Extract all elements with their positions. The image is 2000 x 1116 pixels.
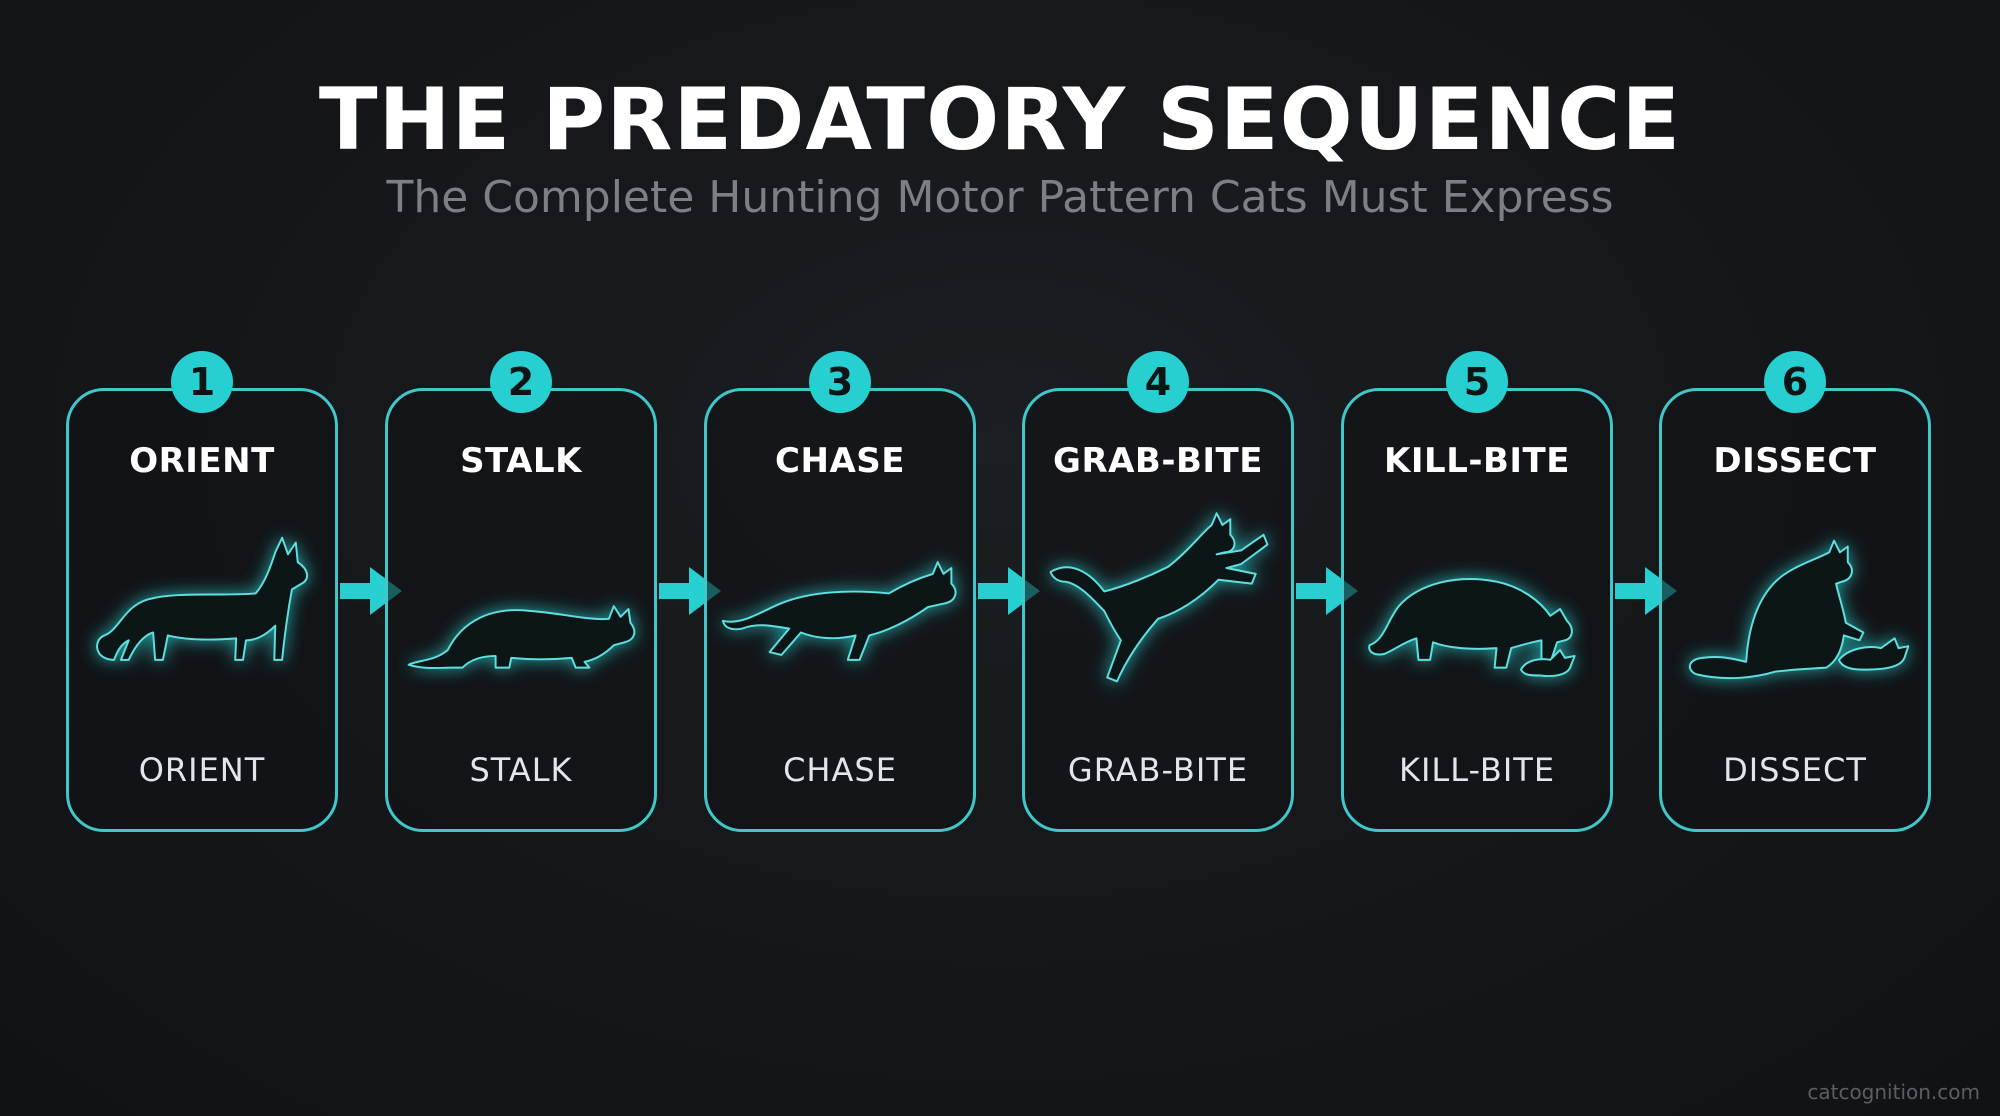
step-caption: KILL-BITE <box>1398 751 1556 789</box>
step-number-badge: 5 <box>1446 351 1508 413</box>
step-number-badge: 2 <box>490 351 552 413</box>
sitting-cat-with-prey-icon <box>1668 511 1922 711</box>
pouncing-cat-icon <box>1031 511 1285 711</box>
step-title: GRAB-BITE <box>1053 441 1263 481</box>
step-title: ORIENT <box>129 441 275 481</box>
arrow-right-icon <box>1615 567 1677 615</box>
step-card-kill-bite: 5 KILL-BITE KILL-BITE <box>1341 351 1613 832</box>
arrow-right-icon <box>978 567 1040 615</box>
step-caption: CHASE <box>783 751 897 789</box>
step-title: KILL-BITE <box>1384 441 1570 481</box>
step-card-grab-bite: 4 GRAB-BITE GRAB-BITE <box>1022 351 1294 832</box>
standing-cat-icon <box>75 511 329 711</box>
step-caption: ORIENT <box>138 751 266 789</box>
step-title: CHASE <box>775 441 905 481</box>
running-cat-icon <box>713 511 967 711</box>
step-title: STALK <box>460 441 582 481</box>
arrow-right-icon <box>659 567 721 615</box>
page-subtitle: The Complete Hunting Motor Pattern Cats … <box>386 172 1614 223</box>
step-card-orient: 1 ORIENT ORIENT <box>66 351 338 832</box>
step-card-dissect: 6 DISSECT DISSECT <box>1659 351 1931 832</box>
page-title: THE PREDATORY SEQUENCE <box>318 70 1682 170</box>
step-number-badge: 1 <box>171 351 233 413</box>
footer-source: catcognition.com <box>1807 1080 1980 1104</box>
arrow-right-icon <box>1296 567 1358 615</box>
step-number-badge: 4 <box>1127 351 1189 413</box>
stalking-cat-icon <box>394 511 648 711</box>
step-caption: GRAB-BITE <box>1067 751 1249 789</box>
cat-with-prey-icon <box>1350 511 1604 711</box>
step-caption: DISSECT <box>1723 751 1867 789</box>
step-title: DISSECT <box>1713 441 1877 481</box>
step-card-chase: 3 CHASE CHASE <box>704 351 976 832</box>
step-caption: STALK <box>469 751 573 789</box>
arrow-right-icon <box>340 567 402 615</box>
step-card-stalk: 2 STALK STALK <box>385 351 657 832</box>
step-number-badge: 3 <box>809 351 871 413</box>
step-number-badge: 6 <box>1764 351 1826 413</box>
